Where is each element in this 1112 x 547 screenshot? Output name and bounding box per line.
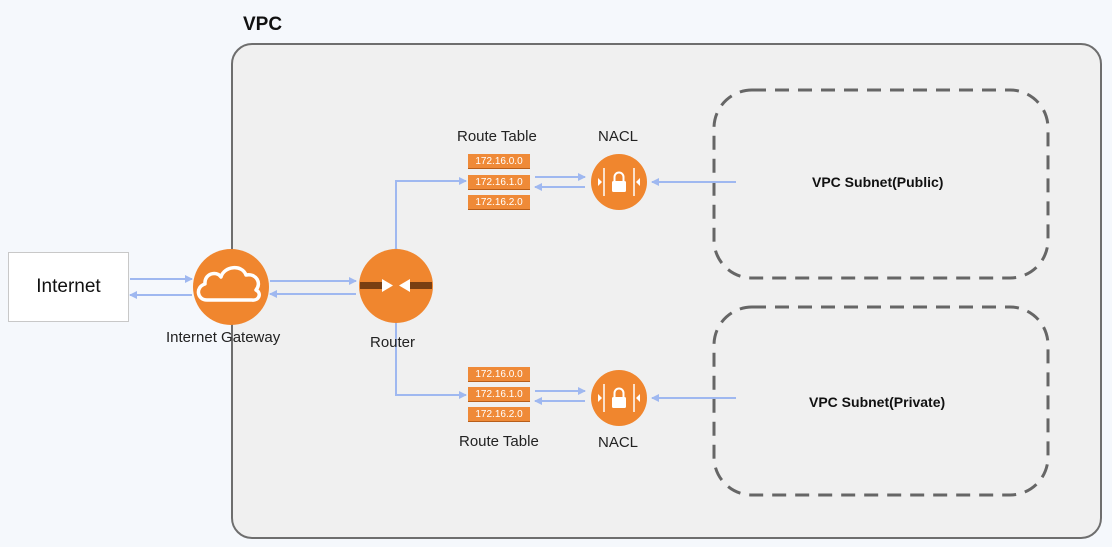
public-nacl-label: NACL [598, 128, 639, 145]
private-route-entry: 172.16.1.0 [468, 387, 530, 402]
internet-node: Internet [8, 252, 129, 322]
lock-icon-public-nacl [591, 154, 647, 210]
public-subnet-label: VPC Subnet(Public) [812, 174, 944, 190]
public-subnet-box [712, 88, 1050, 280]
public-route-entry: 172.16.2.0 [468, 195, 530, 210]
public-route-table-label: Route Table [457, 128, 537, 145]
private-nacl-label: NACL [598, 434, 639, 451]
private-route-entry: 172.16.0.0 [468, 367, 530, 382]
lock-icon-private-nacl [591, 370, 647, 426]
internet-gateway-label: Internet Gateway [166, 329, 281, 346]
router-icon [359, 249, 433, 323]
private-subnet-label: VPC Subnet(Private) [809, 394, 946, 410]
public-route-entry: 172.16.0.0 [468, 154, 530, 169]
cloud-icon [193, 249, 269, 325]
public-route-entry: 172.16.1.0 [468, 175, 530, 190]
internet-label: Internet [36, 276, 101, 297]
private-route-table-label: Route Table [459, 433, 539, 450]
vpc-title: VPC [243, 14, 283, 35]
private-route-entry: 172.16.2.0 [468, 407, 530, 422]
router-label: Router [370, 334, 416, 351]
private-subnet-box [712, 305, 1050, 497]
